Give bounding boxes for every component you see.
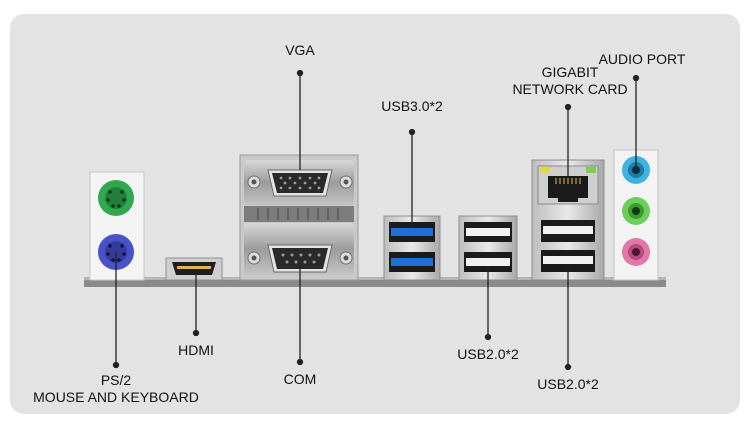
hdmi-port [165, 257, 223, 281]
usb2-a-label: USB2.0*2 [457, 346, 519, 362]
ps2-label-line2: MOUSE AND KEYBOARD [33, 389, 199, 405]
ps2-port-stack [89, 171, 145, 281]
usb2-b-label: USB2.0*2 [537, 376, 599, 392]
vga-label: VGA [285, 42, 315, 58]
io-shield-base [84, 279, 666, 287]
ps2-label-line1: PS/2 [100, 372, 132, 388]
vga-com-stack [239, 154, 359, 281]
audio-port-label: AUDIO PORT [598, 51, 686, 67]
hdmi-label: HDMI [178, 342, 214, 358]
com-label: COM [283, 371, 317, 387]
gigabit-label-line2: NETWORK CARD [512, 81, 628, 97]
usb3-label: USB3.0*2 [381, 98, 443, 114]
audio-jack-stack [613, 149, 659, 281]
gigabit-label-line1: GIGABIT [541, 64, 599, 80]
